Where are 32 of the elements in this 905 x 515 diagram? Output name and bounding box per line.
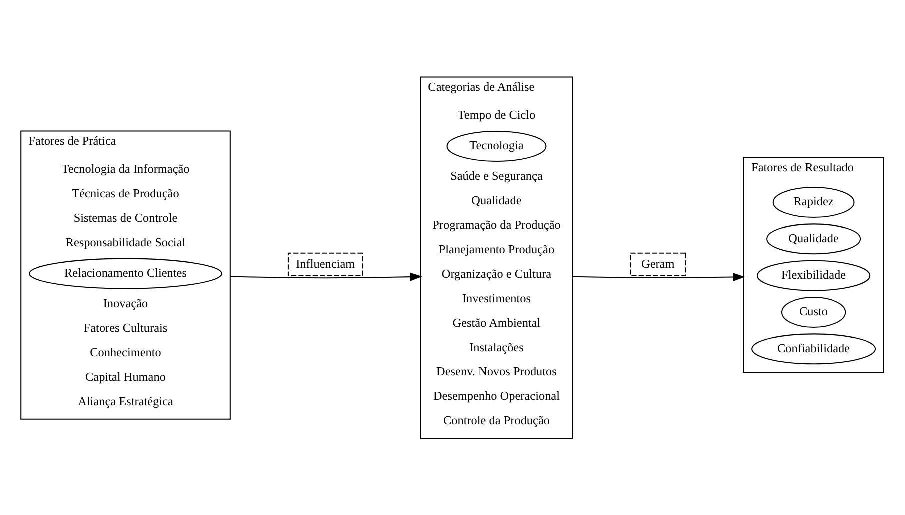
node-box: Influenciam (288, 252, 364, 276)
node-text: Controle da Produção (443, 413, 550, 428)
node-ellipse: Confiabilidade (752, 333, 876, 364)
node-text: Técnicas de Produção (72, 186, 180, 200)
node-text: Conhecimento (90, 344, 162, 359)
node-text: Tempo de Ciclo (458, 108, 536, 122)
node-text: Gestão Ambiental (452, 315, 541, 330)
node-box: Geram (630, 252, 686, 276)
node-text: Programação da Produção (432, 218, 561, 232)
node-text: Qualidade (472, 193, 522, 208)
node-text: Fatores Culturais (84, 320, 168, 334)
node-text: Tecnologia da Informação (62, 162, 190, 176)
node-text: Instalações (470, 340, 524, 354)
node-text: Inovação (103, 296, 148, 310)
node-text: Saúde e Segurança (450, 168, 543, 183)
node-text: Aliança Estratégica (78, 394, 174, 408)
arrow (230, 272, 422, 281)
node-text: Planejamento Produção (438, 242, 555, 256)
node-text: Responsabilidade Social (66, 234, 186, 249)
node-text: Desenv. Novos Produtos (436, 364, 557, 378)
node-text: Investimentos (462, 290, 532, 305)
node-ellipse: Rapidez (772, 186, 855, 218)
node-text: Organização e Cultura (442, 266, 552, 280)
node-text: Capital Humano (86, 369, 166, 384)
node-ellipse: Flexibilidade (756, 260, 871, 291)
node-ellipse: Qualidade (766, 223, 862, 254)
node-ellipse: Custo (782, 296, 846, 328)
node-text: Sistemas de Controle (74, 210, 178, 224)
node-ellipse: Tecnologia (446, 130, 547, 162)
arrow (572, 272, 746, 282)
node-text: Desempenho Operacional (433, 388, 560, 403)
node-ellipse: Relacionamento Clientes (29, 258, 223, 289)
